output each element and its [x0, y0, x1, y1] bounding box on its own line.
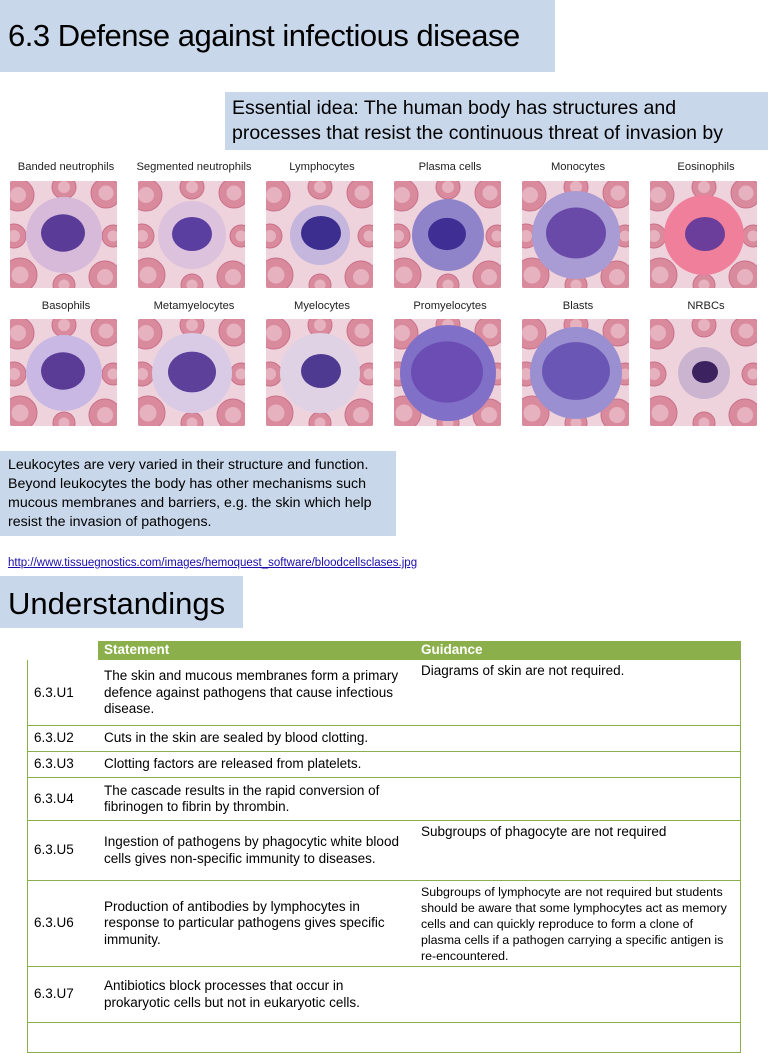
table-row: 6.3.U4 The cascade results in the rapid …	[27, 777, 741, 821]
table-row: 6.3.U1 The skin and mucous membranes for…	[27, 660, 741, 726]
blood-cell-micrograph	[10, 181, 117, 288]
blood-cell-label: Monocytes	[550, 161, 606, 173]
blood-cell-label: Segmented neutrophils	[136, 161, 252, 173]
row-statement: Antibiotics block processes that occur i…	[98, 966, 415, 1023]
row-guidance	[415, 725, 741, 752]
understandings-banner: Understandings	[0, 576, 243, 628]
essential-idea-text: Essential idea: The human body has struc…	[232, 97, 724, 150]
row-guidance	[415, 751, 741, 778]
row-code: 6.3.U4	[27, 777, 98, 821]
row-guidance: Subgroups of phagocyte are not required	[415, 820, 741, 881]
row-statement: Cuts in the skin are sealed by blood clo…	[98, 725, 415, 752]
essential-idea-box: Essential idea: The human body has struc…	[225, 92, 768, 150]
row-code: 6.3.U2	[27, 725, 98, 752]
row-statement: Production of antibodies by lymphocytes …	[98, 880, 415, 967]
row-statement: Clotting factors are released from plate…	[98, 751, 415, 778]
blood-cell-micrograph	[650, 319, 757, 426]
table-row: 6.3.U3 Clotting factors are released fro…	[27, 751, 741, 778]
row-code: 6.3.U1	[27, 660, 98, 726]
table-header-row: Statement Guidance	[27, 641, 741, 660]
table-header-code	[27, 641, 98, 660]
row-statement: The cascade results in the rapid convers…	[98, 777, 415, 821]
blood-cell-micrograph	[138, 181, 245, 288]
blood-cell-label: Basophils	[41, 300, 91, 312]
page-title: 6.3 Defense against infectious disease	[8, 18, 520, 53]
leukocytes-note: Leukocytes are very varied in their stru…	[0, 451, 396, 536]
blood-cell-figure: Banded neutrophils Segmented neutrophils L…	[0, 155, 768, 435]
blood-cell-micrograph	[394, 319, 501, 426]
row-code: 6.3.U3	[27, 751, 98, 778]
blood-cell-micrograph	[266, 181, 373, 288]
blood-cell-label: Blasts	[562, 300, 594, 312]
row-code: 6.3.U5	[27, 820, 98, 881]
table-row: 6.3.U5 Ingestion of pathogens by phagocy…	[27, 820, 741, 881]
table-row: 6.3.U2 Cuts in the skin are sealed by bl…	[27, 725, 741, 752]
blood-cell-micrograph	[522, 319, 629, 426]
blood-cell-micrograph	[138, 319, 245, 426]
table-row: 6.3.U6 Production of antibodies by lymph…	[27, 880, 741, 967]
row-code: 6.3.U7	[27, 966, 98, 1023]
row-guidance	[415, 966, 741, 1023]
blood-cell-micrograph	[266, 319, 373, 426]
row-guidance	[415, 777, 741, 821]
blood-cell-label: Promyelocytes	[413, 300, 487, 312]
blood-cell-label: NRBCs	[687, 300, 725, 312]
blood-cell-label: Metamyelocytes	[153, 300, 235, 312]
table-header-statement: Statement	[98, 641, 415, 660]
blood-cell-label: Myelocytes	[294, 300, 350, 312]
blood-cell-micrograph	[394, 181, 501, 288]
title-banner: 6.3 Defense against infectious disease	[0, 0, 555, 72]
blood-cell-label: Lymphocytes	[289, 161, 355, 173]
blood-cell-micrograph	[650, 181, 757, 288]
understandings-heading: Understandings	[8, 586, 226, 621]
row-statement: The skin and mucous membranes form a pri…	[98, 660, 415, 726]
table-row: 6.3.U7 Antibiotics block processes that …	[27, 966, 741, 1023]
blood-cell-micrograph	[10, 319, 117, 426]
row-statement: Ingestion of pathogens by phagocytic whi…	[98, 820, 415, 881]
table-header-guidance: Guidance	[415, 641, 741, 660]
blood-cell-label: Plasma cells	[418, 161, 482, 173]
leukocytes-text: Leukocytes are very varied in their stru…	[8, 457, 372, 530]
row-guidance: Diagrams of skin are not required.	[415, 660, 741, 726]
source-link[interactable]: http://www.tissuegnostics.com/images/hem…	[8, 557, 418, 569]
table-row	[27, 1022, 741, 1053]
blood-cell-label: Banded neutrophils	[17, 161, 115, 173]
row-code: 6.3.U6	[27, 880, 98, 967]
row-guidance: Subgroups of lymphocyte are not required…	[415, 880, 741, 967]
blood-cell-label: Eosinophils	[677, 161, 735, 173]
understandings-table: Statement Guidance 6.3.U1 The skin and m…	[27, 641, 741, 1053]
blood-cell-micrograph	[522, 181, 629, 288]
